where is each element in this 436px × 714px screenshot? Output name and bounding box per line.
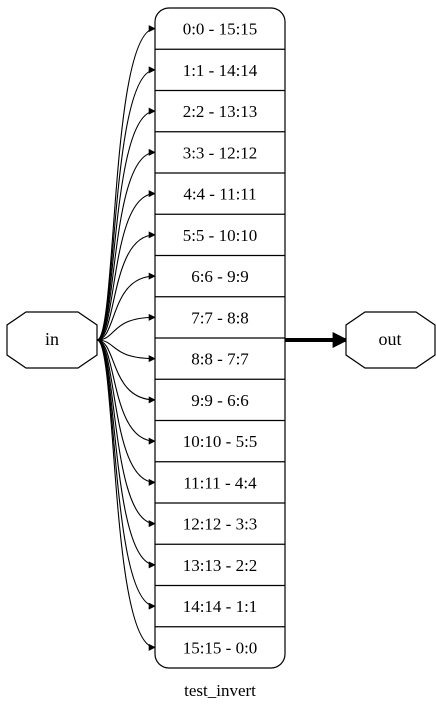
record-cell-label: 0:0 - 15:15 [183,20,258,39]
record-cell-label: 1:1 - 14:14 [183,61,258,80]
edge-group [96,25,156,651]
record-cell-label: 12:12 - 3:3 [183,515,258,534]
output-node-octagon [345,311,436,369]
input-edge [96,339,156,486]
record-cell-label: 9:9 - 6:6 [191,391,249,410]
record-cell-label: 15:15 - 0:0 [183,638,258,657]
input-edge [96,339,156,363]
input-node-octagon [6,311,98,369]
output-node[interactable]: out [345,311,436,369]
input-edge [96,339,156,569]
input-edge [96,339,156,651]
input-edge [96,339,156,404]
output-node-label: out [378,329,401,349]
input-edge [96,272,156,341]
input-edge [96,313,156,341]
input-edge [96,339,156,528]
record-cell-label: 2:2 - 13:13 [183,102,258,121]
input-edge [96,148,156,341]
input-edge [96,339,156,610]
record-cell-label: 4:4 - 11:11 [183,185,256,204]
record-cell-label: 5:5 - 10:10 [183,226,258,245]
input-edge [96,25,156,341]
input-edge [96,190,156,341]
input-edge [96,231,156,341]
mapping-record[interactable]: 0:0 - 15:15 1:1 - 14:14 2:2 - 13:13 3:3 - 1… [154,7,286,669]
record-cell-label: 6:6 - 9:9 [191,267,249,286]
input-edge [96,339,156,445]
input-edge [96,66,156,341]
record-cell-label: 14:14 - 1:1 [183,597,258,616]
input-node-label: in [45,329,59,349]
input-node[interactable]: in [6,311,98,369]
graph-title: test_invert [184,681,256,700]
record-cell-label: 11:11 - 4:4 [183,473,257,492]
record-cell-label: 13:13 - 2:2 [183,556,258,575]
input-edge [96,107,156,341]
record-cell-label: 3:3 - 12:12 [183,143,258,162]
record-cell-label: 8:8 - 7:7 [191,350,249,369]
record-cell-label: 10:10 - 5:5 [183,432,258,451]
record-cell-label: 7:7 - 8:8 [191,308,249,327]
